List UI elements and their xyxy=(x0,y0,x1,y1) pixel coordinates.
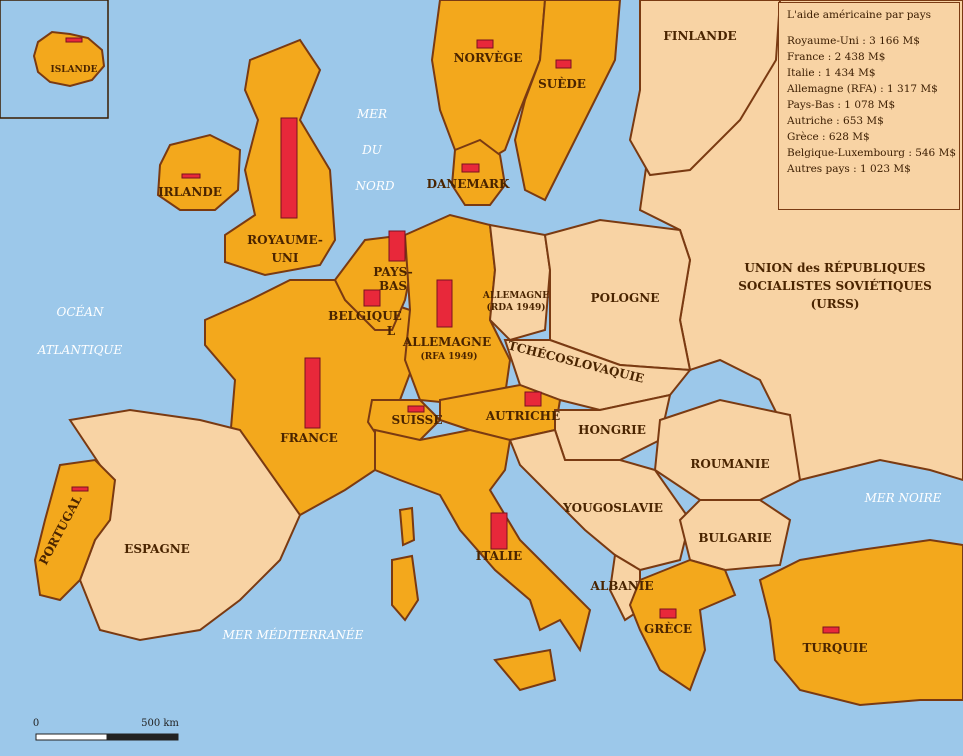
label-suede: SUÈDE xyxy=(538,76,586,91)
aid-bar-sweden xyxy=(555,59,572,69)
label-royaume-uni-1: ROYAUME- xyxy=(247,233,323,247)
aid-bar-france xyxy=(304,357,321,429)
aid-bar-norway xyxy=(476,39,494,49)
aid-bar-turkey xyxy=(822,626,840,634)
label-finlande: FINLANDE xyxy=(663,29,736,43)
legend-row: France : 2 438 M$ xyxy=(787,51,886,63)
label-pologne: POLOGNE xyxy=(591,291,660,305)
romania-shape xyxy=(653,398,802,501)
sweden-shape xyxy=(513,0,622,202)
aid-bar-italy xyxy=(490,512,508,550)
label-italie: ITALIE xyxy=(476,549,522,563)
label-urss-3: (URSS) xyxy=(811,297,860,311)
aid-bar-greece xyxy=(659,608,677,619)
legend-row: Pays-Bas : 1 078 M$ xyxy=(787,99,896,111)
greece-shape xyxy=(628,558,737,692)
east-germany-shape xyxy=(488,223,552,342)
legend-row: Royaume-Uni : 3 166 M$ xyxy=(787,35,920,47)
label-espagne: ESPAGNE xyxy=(124,542,190,556)
label-mer-du-nord-1: MER xyxy=(356,107,387,121)
italy-shape xyxy=(374,428,592,653)
turkey-shape xyxy=(758,538,963,707)
aid-bar-uk xyxy=(280,117,298,219)
label-yougoslavie: YOUGOSLAVIE xyxy=(562,501,663,515)
west-germany-shape xyxy=(403,213,512,407)
aid-bar-denmark xyxy=(461,163,480,173)
legend-row: Autriche : 653 M$ xyxy=(787,115,884,127)
aid-bar-austria xyxy=(524,391,542,407)
legend-row: Allemagne (RFA) : 1 317 M$ xyxy=(787,83,938,95)
label-roumanie: ROUMANIE xyxy=(690,457,769,471)
label-norvege: NORVÈGE xyxy=(454,50,523,65)
label-mediterranee: MER MÉDITERRANÉE xyxy=(222,627,364,642)
aid-legend: L'aide américaine par pays Royaume-Uni :… xyxy=(778,2,960,210)
label-urss-2: SOCIALISTES SOVIÉTIQUES xyxy=(738,278,931,293)
sardinia-shape xyxy=(391,554,420,622)
label-allemagne: ALLEMAGNE xyxy=(402,335,491,349)
yugoslavia-shape xyxy=(508,428,692,572)
aid-bar-belgium xyxy=(363,289,381,307)
label-grece: GRÈCE xyxy=(644,621,692,636)
label-mer-du-nord-3: NORD xyxy=(355,179,395,193)
label-pays-bas-1: PAYS- xyxy=(373,265,413,279)
legend-row: Italie : 1 434 M$ xyxy=(787,67,876,79)
label-luxembourg: L xyxy=(387,324,396,338)
aid-bar-west-germany xyxy=(436,279,453,328)
aid-bar-netherlands xyxy=(388,230,406,262)
label-rda-1: ALLEMAGNE xyxy=(482,291,549,301)
label-mer-noire: MER NOIRE xyxy=(864,491,942,505)
aid-bar-portugal xyxy=(71,486,89,492)
label-hongrie: HONGRIE xyxy=(578,423,646,437)
corsica-shape xyxy=(398,506,416,547)
legend-row: Autres pays : 1 023 M$ xyxy=(787,163,911,175)
legend-row: Belgique-Luxembourg : 546 M$ xyxy=(787,147,957,159)
iceland-shape xyxy=(32,30,106,88)
label-belgique: BELGIQUE xyxy=(328,309,402,323)
label-urss-1: UNION des RÉPUBLIQUES xyxy=(744,260,925,275)
label-irlande: IRLANDE xyxy=(158,185,222,199)
ireland-shape xyxy=(156,133,242,211)
label-royaume-uni-2: UNI xyxy=(271,251,298,265)
label-mer-du-nord-2: DU xyxy=(361,143,383,157)
label-rfa: (RFA 1949) xyxy=(420,351,477,362)
label-ocean-1: OCÉAN xyxy=(57,304,104,319)
label-albanie: ALBANIE xyxy=(590,579,654,593)
scale-bar-half xyxy=(35,733,108,741)
poland-shape xyxy=(543,218,692,372)
label-turquie: TURQUIE xyxy=(802,641,867,655)
label-france: FRANCE xyxy=(280,431,337,445)
legend-title: L'aide américaine par pays xyxy=(787,9,932,21)
label-ocean-2: ATLANTIQUE xyxy=(37,343,123,357)
sicily-shape xyxy=(493,648,557,692)
label-pays-bas-2: BAS xyxy=(379,279,407,293)
label-rda-2: (RDA 1949) xyxy=(487,302,546,313)
legend-row: Grèce : 628 M$ xyxy=(787,131,870,143)
label-bulgarie: BULGARIE xyxy=(698,531,771,545)
aid-bar-iceland xyxy=(65,37,83,43)
portugal-shape xyxy=(33,458,117,602)
label-islande: ISLANDE xyxy=(51,65,98,75)
aid-bar-switzerland xyxy=(407,405,425,413)
scale-length: 500 km xyxy=(141,718,179,729)
uk-shape xyxy=(224,38,337,277)
label-suisse: SUISSE xyxy=(392,413,443,427)
label-danemark: DANEMARK xyxy=(427,177,510,191)
scale-zero: 0 xyxy=(33,718,39,729)
aid-bar-ireland xyxy=(181,173,201,179)
label-autriche: AUTRICHE xyxy=(485,409,560,423)
